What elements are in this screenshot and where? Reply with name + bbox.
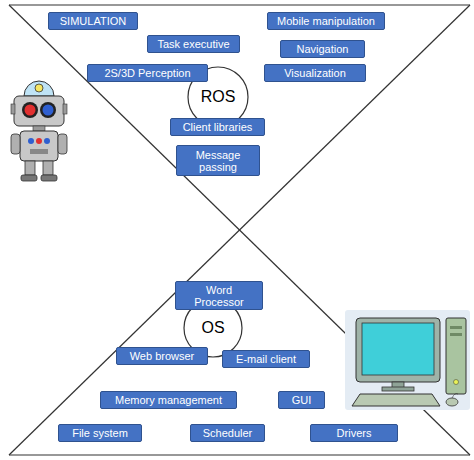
component-label: Drivers [337, 427, 372, 439]
component-box: 2S/3D Perception [87, 64, 208, 82]
component-box: Web browser [116, 347, 208, 365]
robot-illustration [11, 81, 67, 181]
component-label: Message passing [189, 149, 247, 173]
component-box: Navigation [280, 40, 365, 58]
layer-name: OS [201, 319, 224, 337]
hourglass-outline [9, 5, 470, 455]
component-box: Task executive [147, 35, 240, 53]
component-label: GUI [292, 394, 312, 406]
component-box: Message passing [176, 145, 260, 176]
component-label: Visualization [284, 67, 346, 79]
component-label: Memory management [115, 394, 222, 406]
component-label: Task executive [157, 38, 229, 50]
component-box: E-mail client [222, 350, 310, 368]
component-box: Memory management [100, 391, 237, 409]
component-box: SIMULATION [48, 12, 138, 30]
layer-name: ROS [201, 88, 236, 106]
component-box: GUI [278, 391, 325, 409]
component-box: Word Processor [175, 281, 263, 310]
component-label: File system [72, 427, 128, 439]
component-box: File system [58, 424, 142, 442]
component-label: Word Processor [190, 284, 248, 308]
component-label: Mobile manipulation [277, 15, 375, 27]
component-box: Mobile manipulation [267, 12, 385, 30]
component-label: E-mail client [236, 353, 296, 365]
component-box: Drivers [310, 424, 398, 442]
component-label: 2S/3D Perception [104, 67, 190, 79]
component-label: Navigation [297, 43, 349, 55]
component-box: Scheduler [190, 424, 265, 442]
component-label: Client libraries [183, 121, 253, 133]
component-label: Web browser [130, 350, 195, 362]
component-box: Client libraries [170, 118, 265, 136]
computer-illustration [345, 310, 470, 410]
component-box: Visualization [264, 64, 366, 82]
component-label: Scheduler [203, 427, 253, 439]
component-label: SIMULATION [60, 15, 126, 27]
